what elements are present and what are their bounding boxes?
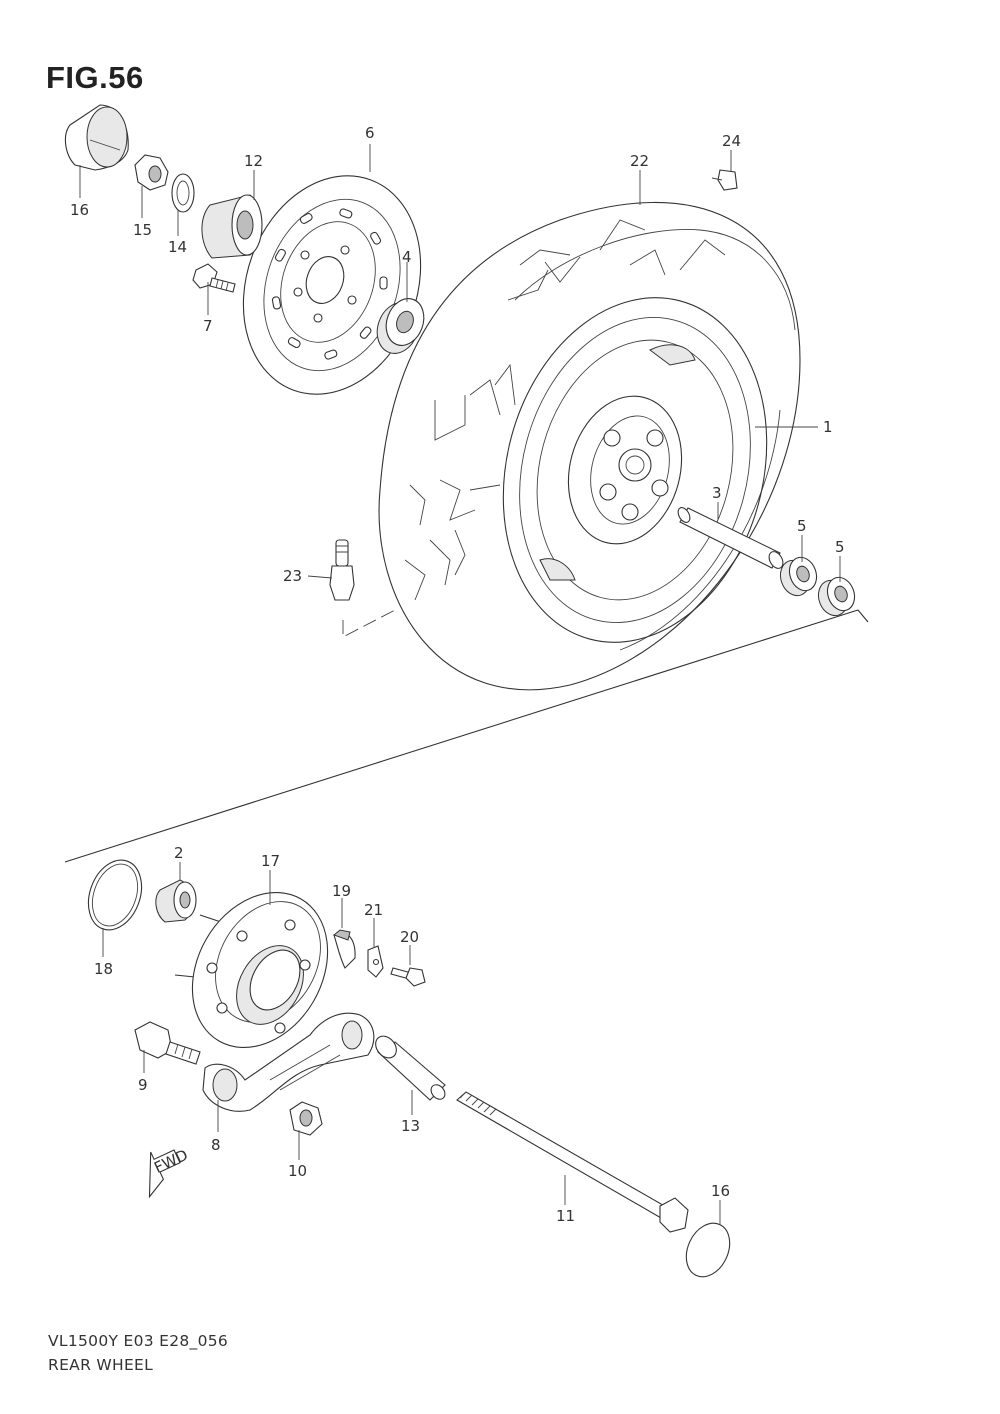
- callout-21: 21: [364, 901, 383, 919]
- nut-10: [289, 1101, 323, 1136]
- callout-8: 8: [211, 1136, 221, 1154]
- callout-6: 6: [365, 124, 375, 142]
- diagram-name: REAR WHEEL: [48, 1356, 154, 1374]
- leader-lines: [79, 144, 841, 1225]
- bearing-2: [155, 879, 197, 923]
- diagram-code: VL1500Y E03 E28_056: [48, 1332, 229, 1350]
- cap-16-bottom: [685, 1222, 731, 1278]
- balancer-clip-24: [711, 169, 738, 191]
- rear-tire: [378, 201, 801, 691]
- bolt-20: [390, 967, 426, 987]
- callout-3: 3: [712, 484, 722, 502]
- callout-5b: 5: [835, 538, 845, 556]
- callout-14: 14: [168, 238, 187, 256]
- nut-15: [134, 154, 169, 191]
- callout-20: 20: [400, 928, 419, 946]
- callout-10: 10: [288, 1162, 307, 1180]
- callout-1: 1: [823, 418, 833, 436]
- drive-hub-17: [174, 891, 329, 1049]
- figure-title: FIG.56: [46, 60, 144, 95]
- bearing-5b: [817, 576, 856, 617]
- damper-19: [333, 929, 356, 969]
- spacer-13: [375, 1035, 446, 1101]
- seal-14: [171, 173, 195, 213]
- callout-23: 23: [283, 567, 302, 585]
- bolt-7: [192, 263, 236, 293]
- callout-13: 13: [401, 1117, 420, 1135]
- bearing-4: [376, 298, 425, 354]
- forward-arrow-icon: FWD: [148, 1146, 191, 1199]
- torque-arm-8: [202, 1012, 375, 1112]
- washer-21: [367, 945, 384, 978]
- callout-9: 9: [138, 1076, 148, 1094]
- callout-16b: 16: [711, 1182, 730, 1200]
- callout-16a: 16: [70, 201, 89, 219]
- callout-12: 12: [244, 152, 263, 170]
- callout-5a: 5: [797, 517, 807, 535]
- collar-9: [134, 1021, 201, 1065]
- callout-15: 15: [133, 221, 152, 239]
- cap-16-top: [64, 104, 129, 171]
- rear-axle-11: [456, 1091, 689, 1233]
- callout-labels: 1 2 3 4 5 5 6 7 8 9 10 11 12 13 14 15 16…: [70, 124, 845, 1225]
- assembly-divider: [64, 609, 869, 863]
- callout-22: 22: [630, 152, 649, 170]
- o-ring-18: [87, 859, 143, 931]
- spacer-12: [201, 194, 263, 259]
- callout-19: 19: [332, 882, 351, 900]
- callout-11: 11: [556, 1207, 575, 1225]
- axle-spacer-3: [677, 507, 784, 569]
- callout-4: 4: [402, 248, 412, 266]
- bearing-5a: [779, 556, 818, 597]
- rear-wheel-rim: [502, 297, 768, 643]
- callout-17: 17: [261, 852, 280, 870]
- callout-2: 2: [174, 844, 184, 862]
- callout-7: 7: [203, 317, 213, 335]
- brake-disc: [242, 175, 422, 395]
- valve-23: [329, 539, 355, 601]
- fwd-label: FWD: [151, 1146, 190, 1177]
- callout-24: 24: [722, 132, 741, 150]
- callout-18: 18: [94, 960, 113, 978]
